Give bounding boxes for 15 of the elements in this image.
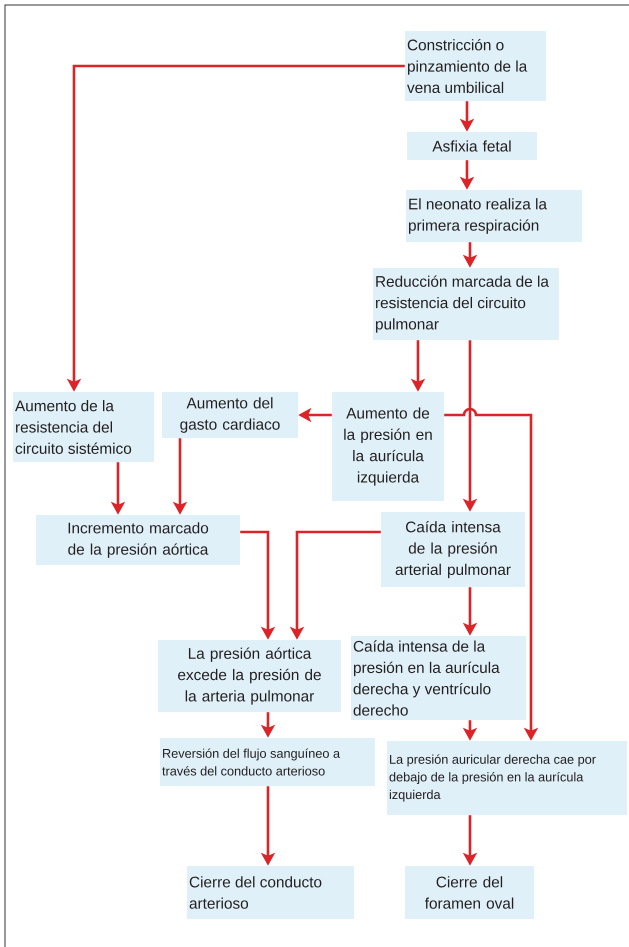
process-box: Aumento de la presión en la aurícula izquierda [332, 392, 444, 501]
process-box: Incremento marcado de la presión aórtica [36, 515, 240, 565]
process-box: Cierre del conducto arterioso [187, 866, 354, 919]
process-box: El neonato realiza la primera respiración [406, 190, 582, 242]
process-box: Reversión del flujo sanguíneo a través del conducto arterioso [160, 738, 375, 786]
process-box: Aumento de la resistencia del circuito sistémico [13, 392, 154, 462]
process-box: Caída intensa de la presión arterial pulmonar [381, 512, 525, 587]
process-box: Constricción o pinzamiento de la vena umbilical [405, 31, 546, 101]
process-box: La presión auricular derecha cae por debajo de la presión en la aurícula izquierda [387, 741, 627, 815]
process-box: Asfixia fetal [407, 132, 537, 160]
process-box: Cierre del foramen oval [405, 866, 534, 919]
process-box: Caída intensa de la presión en la aurícula derecha y ventrículo derecho [351, 636, 526, 720]
process-box: La presión aórtica excede la presión de la arteria pulmonar [158, 640, 341, 712]
process-box: Aumento del gasto cardiaco [162, 392, 298, 438]
process-box: Reducción marcada de la resistencia del circuito pulmonar [373, 268, 559, 340]
